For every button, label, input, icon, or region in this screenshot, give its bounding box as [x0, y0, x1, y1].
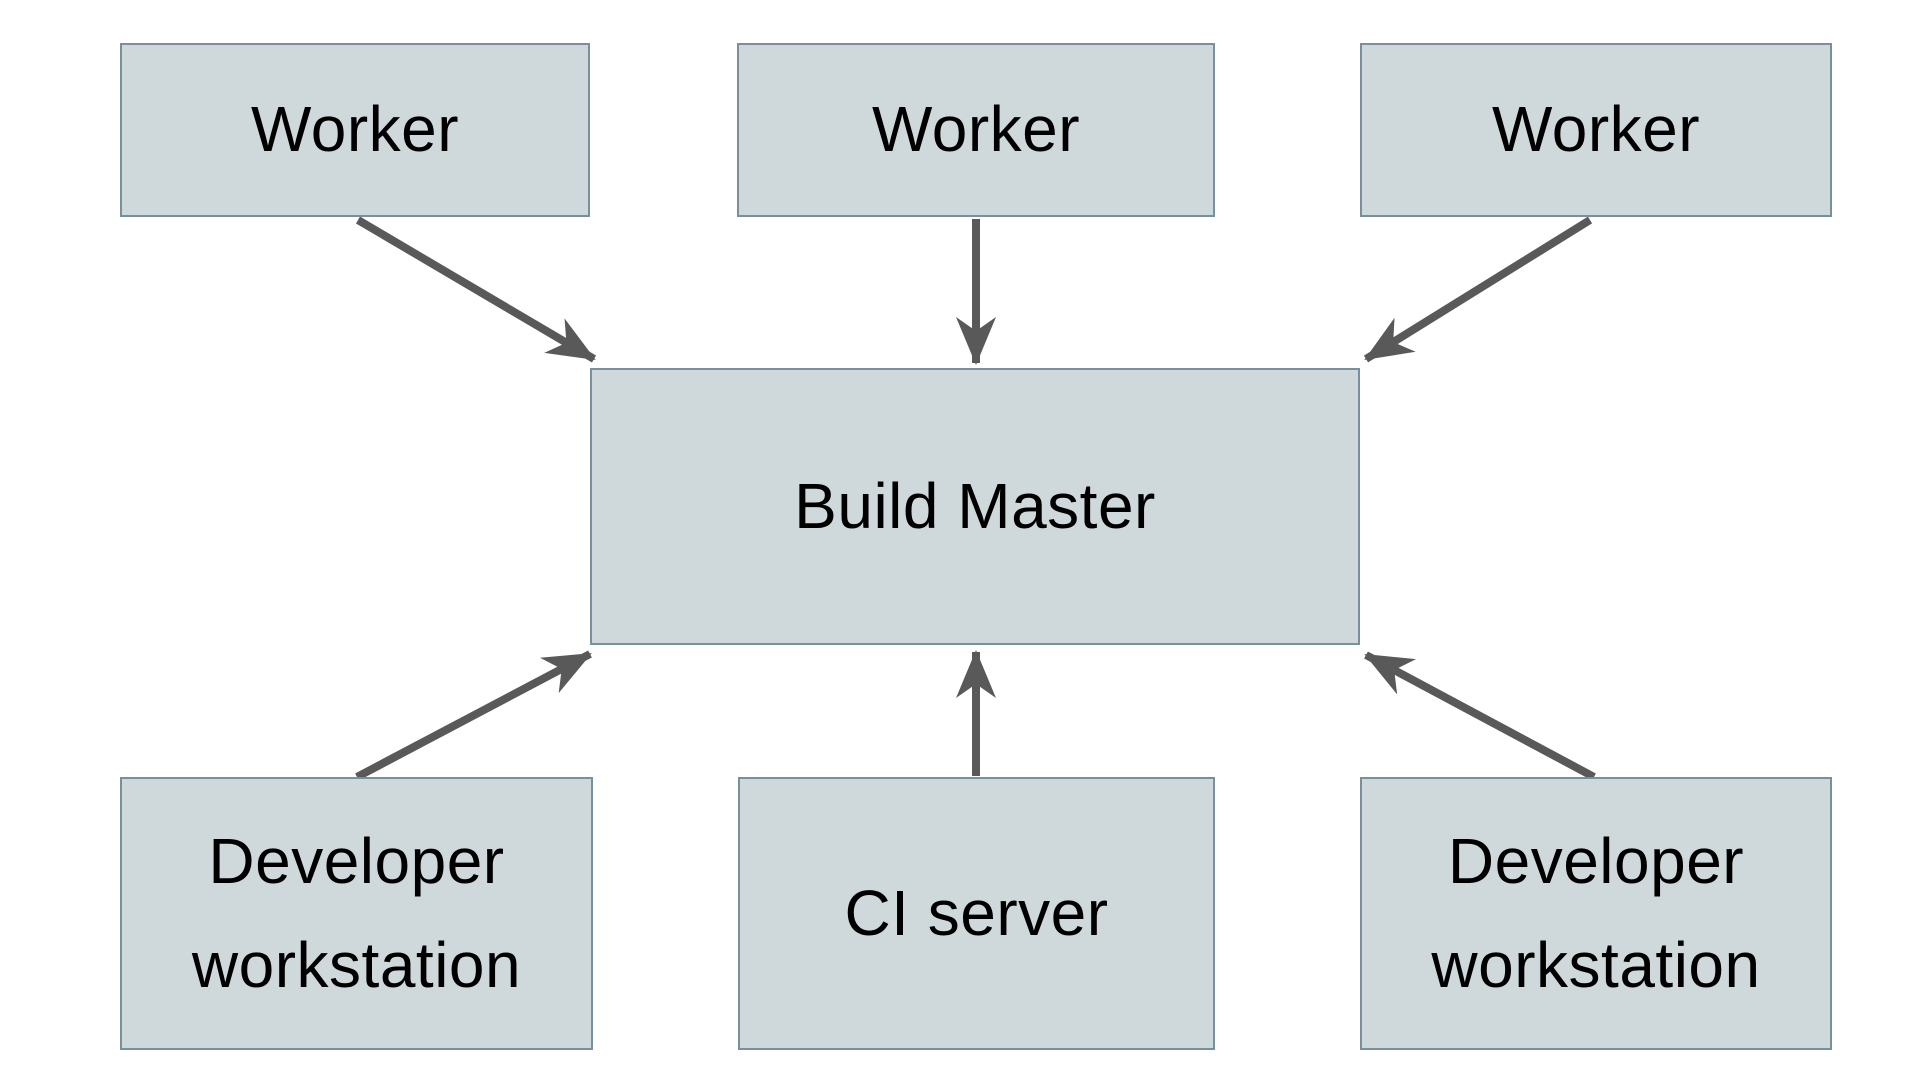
node-worker-2: Worker	[737, 43, 1215, 217]
node-developer-workstation-left: Developer workstation	[120, 777, 593, 1050]
arrow-worker-3-to-build-master	[1363, 216, 1593, 363]
arrow-developer-workstation-left-to-build-master	[355, 650, 592, 781]
node-label: Worker	[871, 93, 1081, 166]
node-label: CI server	[844, 876, 1109, 949]
node-worker-3: Worker	[1360, 43, 1832, 217]
node-label: Worker	[1491, 93, 1701, 166]
node-ci-server: CI server	[738, 777, 1215, 1050]
node-label: Worker	[250, 93, 460, 166]
arrow-worker-1-to-build-master	[355, 216, 597, 363]
node-developer-workstation-right: Developer workstation	[1360, 777, 1832, 1050]
arrow-developer-workstation-right-to-build-master	[1364, 651, 1596, 781]
node-label: Developer workstation	[191, 824, 522, 1001]
node-label: Build Master	[794, 469, 1156, 542]
node-worker-1: Worker	[120, 43, 590, 217]
node-build-master: Build Master	[590, 368, 1360, 645]
node-label: Developer workstation	[1431, 824, 1761, 1001]
